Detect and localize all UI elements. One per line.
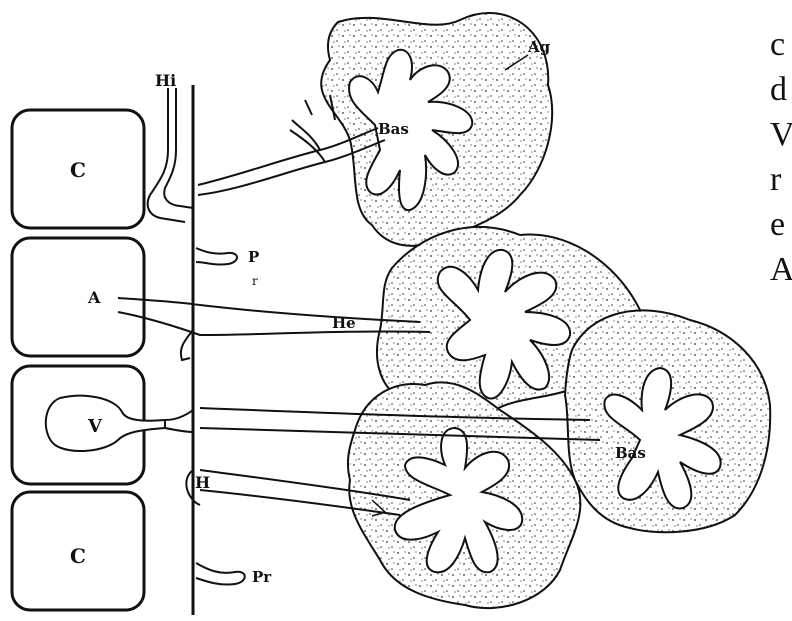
side-text-line: d <box>770 71 787 108</box>
label-hi: Hi <box>155 71 176 90</box>
label-ag: Ag <box>527 38 551 56</box>
label-he: He <box>332 314 356 332</box>
label-pr: Pr <box>252 568 272 586</box>
label-a: A <box>87 288 101 307</box>
side-text-line: c <box>770 26 785 63</box>
pr-stalk-bottom <box>196 563 245 585</box>
hi-duct <box>148 88 193 222</box>
label-r: r <box>252 274 258 288</box>
label-bas-top: Bas <box>378 120 409 138</box>
v-sac <box>46 396 165 451</box>
label-h: H <box>195 473 210 492</box>
he-junction <box>181 330 193 360</box>
side-text-column: c d V r e A <box>770 26 792 288</box>
label-p: P <box>248 248 259 266</box>
box-a <box>12 238 144 356</box>
side-text-line: V <box>770 116 792 153</box>
side-text-line: r <box>770 161 782 198</box>
label-c-top: C <box>70 158 86 182</box>
label-v: V <box>87 416 103 437</box>
side-text-line: e <box>770 206 785 243</box>
v-duct <box>165 410 193 432</box>
label-c-bottom: C <box>70 544 86 568</box>
side-text-line: A <box>770 251 792 288</box>
pr-stalk-top <box>196 248 237 265</box>
label-bas-main: Bas <box>615 444 646 462</box>
